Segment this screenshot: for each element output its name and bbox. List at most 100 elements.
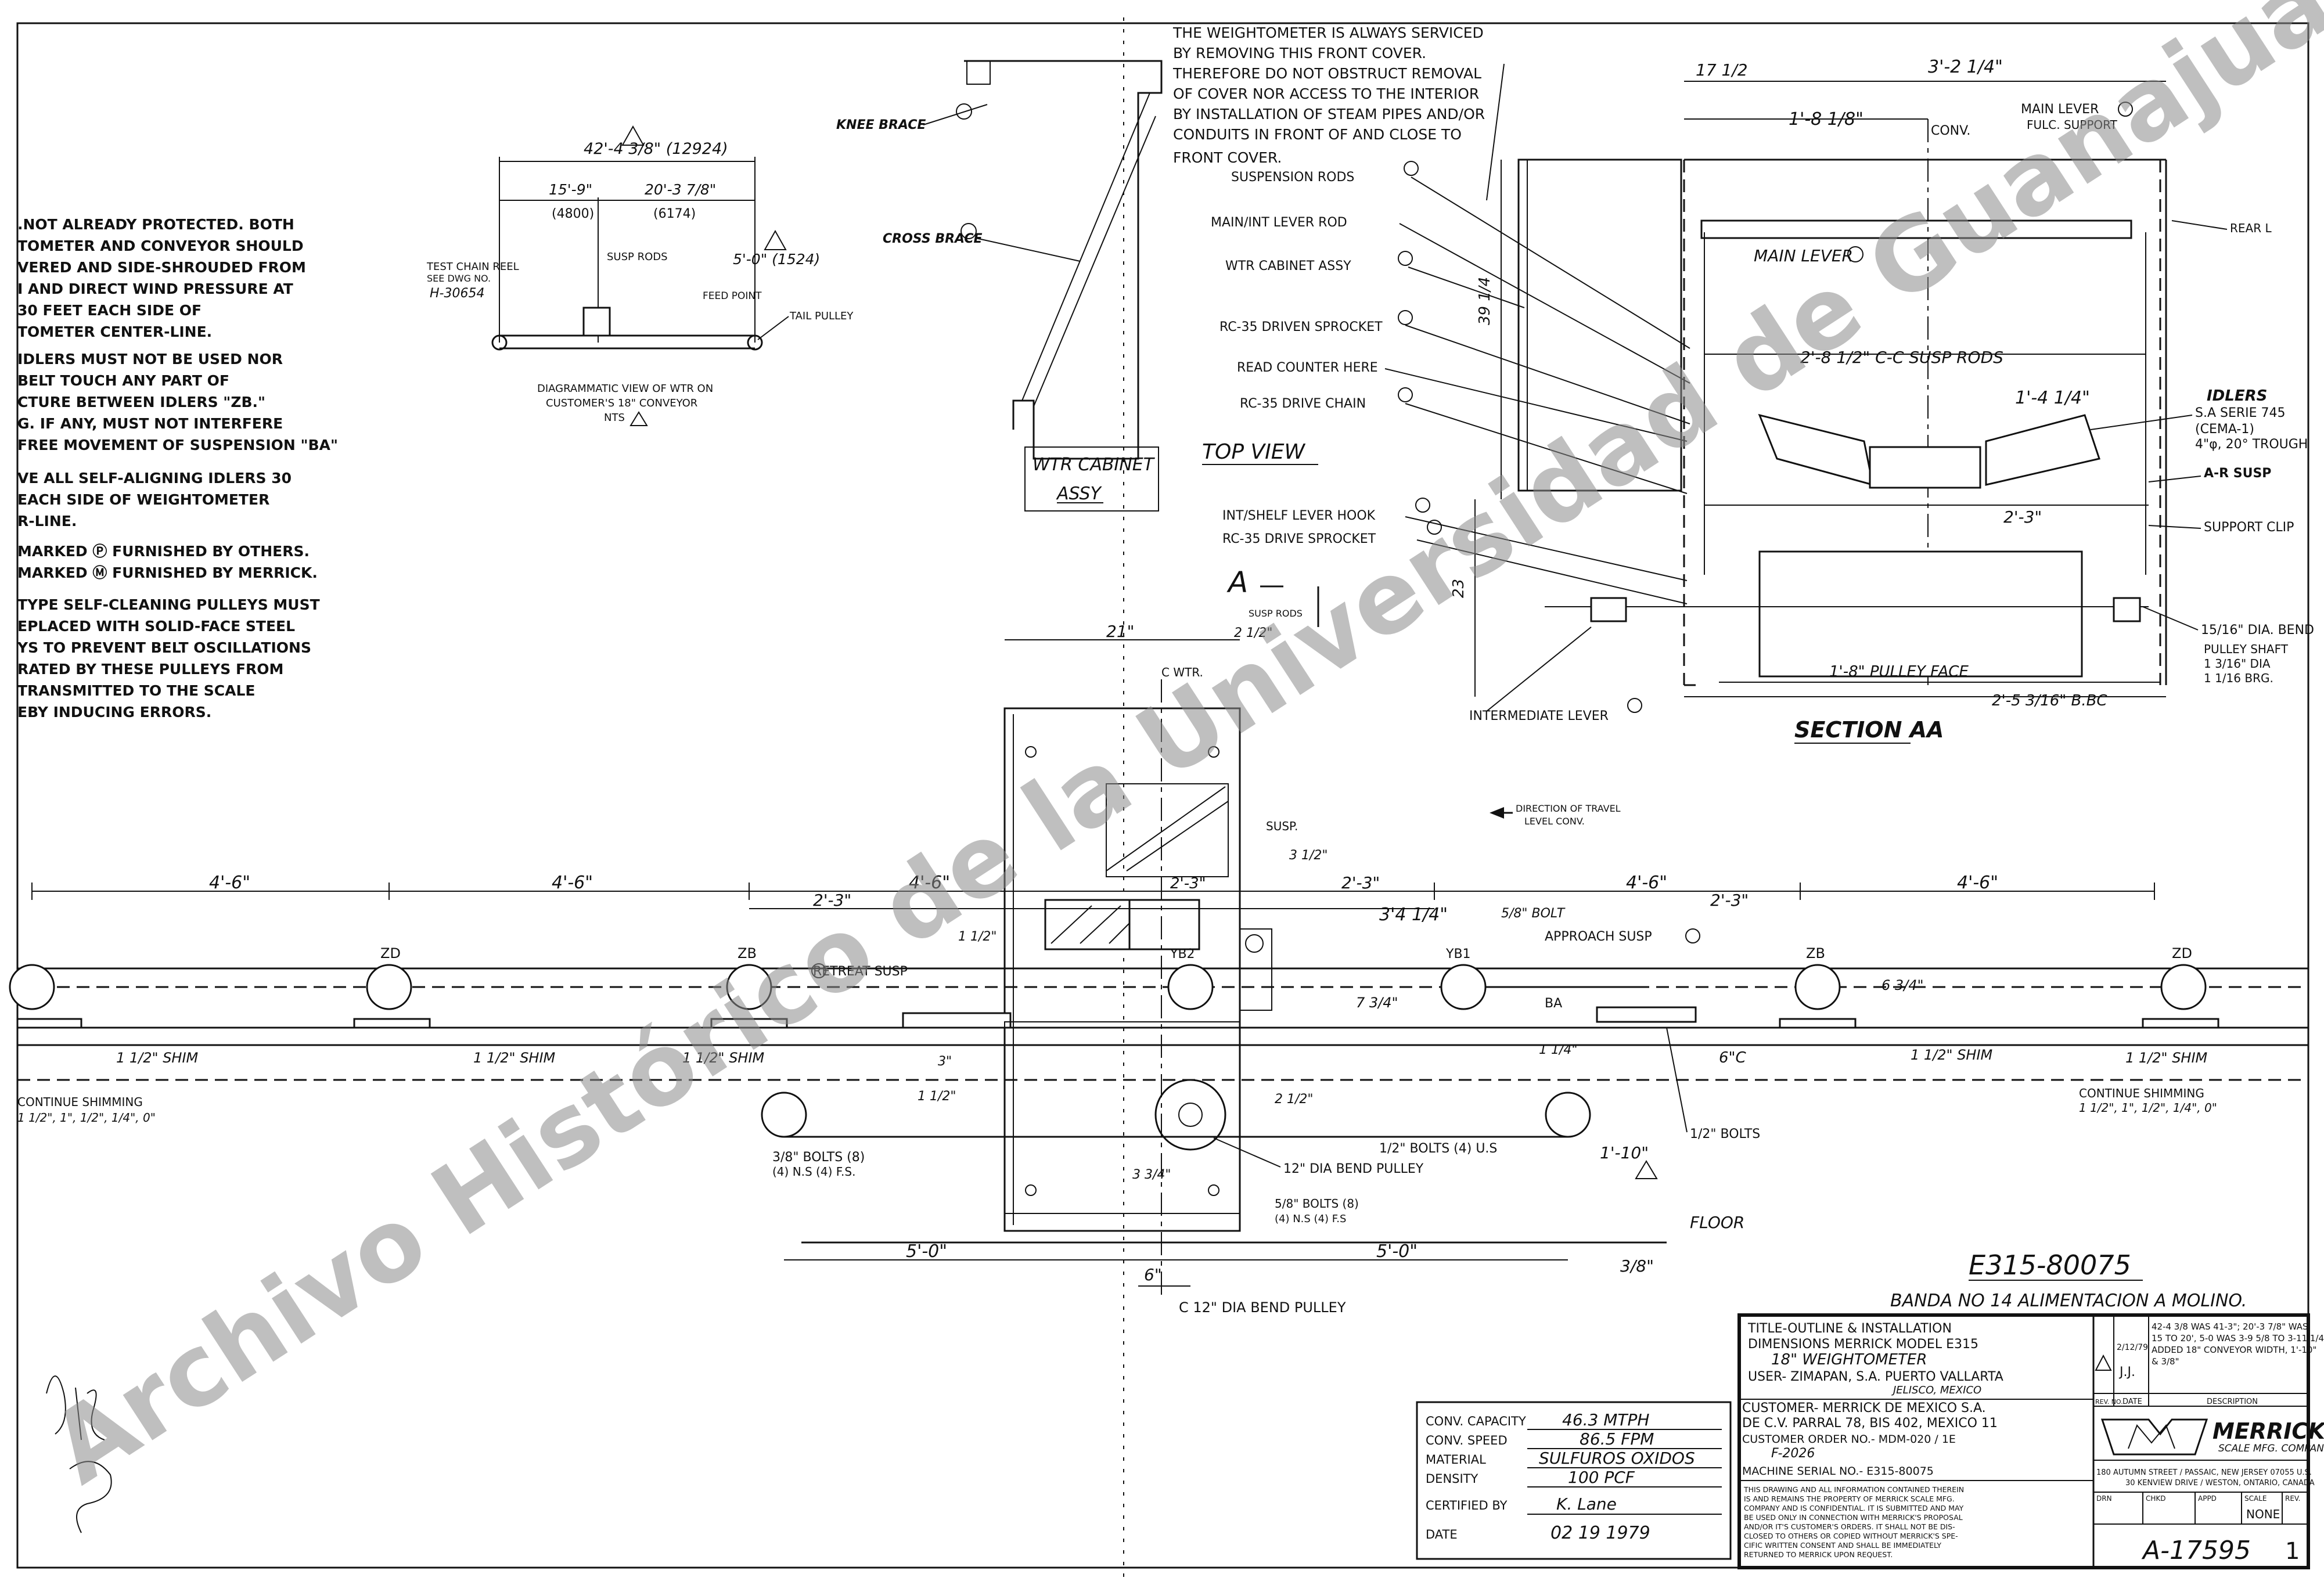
dim-2-1-2-b: 2 1/2" (1275, 1092, 1314, 1107)
general-notes: .NOT ALREADY PROTECTED. BOTH TOMETER AND… (17, 216, 338, 721)
section-conv: CONV. (1931, 124, 1970, 138)
shim-pad-5 (2142, 1018, 2219, 1029)
shim-pad-1 (16, 1018, 82, 1029)
dim-right: 20'-3 7/8" (645, 181, 716, 198)
service-note-1: THE WEIGHTOMETER IS ALWAYS SERVICED (1172, 24, 1484, 41)
counter-window-hatch-1 (1051, 905, 1092, 944)
cabinet-frame (964, 60, 1163, 460)
note-line-14: R-LINE. (17, 513, 77, 530)
date-col-label: DATE (2122, 1397, 2142, 1406)
direction-1: DIRECTION OF TRAVEL (1516, 803, 1621, 814)
title-block: TITLE-OUTLINE & INSTALLATION DIMENSIONS … (1737, 1313, 2324, 1569)
section-title: SECTION AA (1794, 717, 1944, 743)
cross-brace-m-mark (960, 223, 977, 239)
note-line-2: TOMETER AND CONVEYOR SHOULD (17, 237, 304, 254)
note-line-7: IDLERS MUST NOT BE USED NOR (17, 351, 283, 368)
rev-by: J.J. (2118, 1365, 2135, 1380)
dim-1-10: 1'-10" (1600, 1143, 1649, 1162)
knee-brace-m-mark (956, 103, 972, 120)
note-line-21: TRANSMITTED TO THE SCALE (17, 682, 255, 699)
m-mark-approach (1685, 928, 1700, 943)
section-pulley-shaft-label: PULLEY SHAFT (2204, 642, 2289, 656)
conv-row-3-value: SULFUROS OXIDOS (1539, 1449, 1695, 1468)
order-line: CUSTOMER ORDER NO.- MDM-020 / 1E (1742, 1433, 1956, 1446)
see-dwg-label: SEE DWG NO. (427, 273, 491, 284)
revision-delta-3 (629, 411, 648, 426)
test-chain-label: TEST CHAIN REEL (426, 261, 519, 273)
diagram-tail-pulley (747, 334, 763, 351)
retreat-susp-bar (902, 1012, 1012, 1029)
title-line-1: TITLE-OUTLINE & INSTALLATION (1747, 1321, 1952, 1336)
handwritten-signature: KC (46, 1375, 112, 1533)
dim-left-mm: (4800) (552, 207, 594, 221)
section-dim-2-3: 2'-3" (2003, 507, 2042, 527)
conv-row-1-label: CONV. CAPACITY (1426, 1414, 1526, 1428)
title-line-2: DIMENSIONS MERRICK MODEL E315 (1748, 1337, 1978, 1352)
callout-main-int-lever-rod: MAIN/INT LEVER ROD (1211, 215, 1347, 230)
m-mark-main-lever (1847, 246, 1863, 262)
dim-2-3-c: 2'-3" (1341, 873, 1380, 892)
cabinet-brace (1021, 92, 1156, 407)
bolts-58-1: 5/8" BOLTS (8) (1275, 1197, 1359, 1211)
cross-brace-label: CROSS BRACE (883, 232, 983, 246)
rev-date: 2/12/79 (2117, 1343, 2148, 1352)
revision-delta-2 (764, 229, 787, 250)
cross-brace-leader (975, 237, 1081, 262)
note-line-8: BELT TOUCH ANY PART OF (17, 372, 229, 389)
m-mark-4 (1398, 310, 1413, 325)
retreat-susp-label: RETREAT SUSP (813, 964, 908, 979)
section-idler-center (1869, 446, 1981, 489)
idler-zd-1 (366, 964, 412, 1010)
bend-pulley-elev (1154, 1079, 1226, 1151)
dim-3-8: 3/8" (1620, 1256, 1654, 1276)
note-line-17: TYPE SELF-CLEANING PULLEYS MUST (17, 596, 320, 613)
merrick-logo (2100, 1418, 2208, 1456)
section-cabinet-outline (1517, 159, 1682, 492)
idler-label-zb-1: ZB (738, 945, 757, 961)
return-pulley-left (761, 1092, 807, 1138)
logo-m (2128, 1424, 2175, 1449)
user-line-1: USER- ZIMAPAN, S.A. PUERTO VALLARTA (1748, 1370, 2003, 1384)
m-mark-3 (1398, 251, 1413, 266)
dim-21: 21" (1106, 622, 1135, 641)
knee-brace-leader (923, 104, 988, 125)
shim-label-1: 1 1/2" SHIM (116, 1050, 199, 1066)
disclaimer-5: AND/OR IT'S CUSTOMER'S ORDERS. IT SHALL … (1744, 1522, 1955, 1531)
bolts-12: 1/2" BOLTS (1690, 1127, 1760, 1141)
leader-bolts-12 (1666, 1027, 1688, 1133)
serial-line: MACHINE SERIAL NO.- E315-80075 (1742, 1465, 1934, 1478)
c-wtr: C WTR. (1161, 665, 1203, 679)
section-rear-l: REAR L (2230, 221, 2272, 235)
note-line-1: .NOT ALREADY PROTECTED. BOTH (17, 216, 294, 233)
section-bearing-r (2113, 597, 2141, 622)
desc-col-label: DESCRIPTION (2207, 1397, 2258, 1406)
bolts-12-us: 1/2" BOLTS (4) U.S (1379, 1141, 1497, 1156)
callout-rc35-drive-sprocket: RC-35 DRIVE SPROCKET (1222, 532, 1376, 546)
dim-1-1-2-b: 1 1/2" (918, 1089, 956, 1104)
bend-pulley-hub (1178, 1103, 1203, 1127)
section-bearing-l (1590, 597, 1627, 622)
ba-label: BA (1545, 996, 1562, 1011)
cabinet-diag-2 (1126, 801, 1229, 871)
conv-row-5-label: CERTIFIED BY (1426, 1499, 1508, 1512)
leader-rear (2171, 220, 2228, 230)
customer-line-1: CUSTOMER- MERRICK DE MEXICO S.A. (1742, 1401, 1986, 1415)
leader-bend-pulley (1213, 1137, 1281, 1168)
rev-desc-2: 15 TO 20', 5-0 WAS 3-9 5/8 TO 3-11 1/4" (2152, 1333, 2324, 1344)
service-note-4: OF COVER NOR ACCESS TO THE INTERIOR (1173, 85, 1479, 102)
diagrammatic-view: 42'-4 3/8" (12924) 15'-9" (4800) 20'-3 7… (426, 125, 854, 426)
leader-bend (2142, 606, 2199, 631)
idler-label-zb-2: ZB (1806, 945, 1825, 961)
leader-2 (1399, 223, 1690, 384)
note-line-4: I AND DIRECT WIND PRESSURE AT (17, 280, 293, 297)
section-idlers-4: 4"φ, 20° TROUGH (2195, 437, 2308, 452)
idler-yb1 (1440, 964, 1487, 1010)
section-dim-17: 17 1/2 (1696, 60, 1748, 80)
rev-desc-3: ADDED 18" CONVEYOR WIDTH, 1'-10" (2152, 1345, 2316, 1355)
return-pulley-right (1545, 1092, 1591, 1138)
cabinet-screw-4 (1208, 1184, 1219, 1196)
drawing-subtitle: BANDA NO 14 ALIMENTACION A MOLINO. (1890, 1291, 2247, 1311)
disclaimer-7: CIFIC WRITTEN CONSENT AND SHALL BE IMMED… (1744, 1541, 1941, 1550)
drn-label: DRN (2096, 1494, 2112, 1503)
